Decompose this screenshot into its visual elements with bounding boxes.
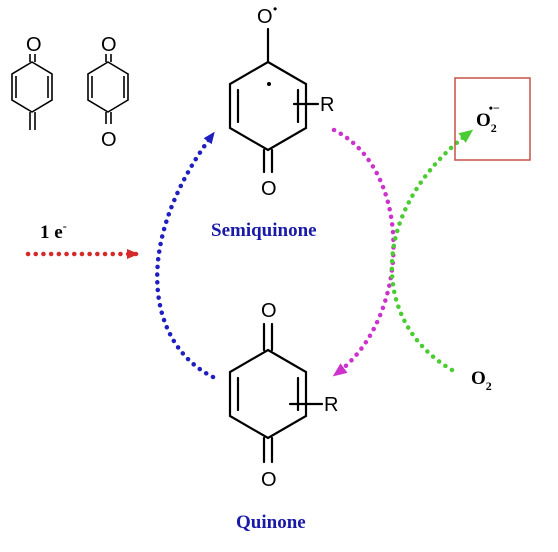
superoxide-label: O2•− [476,101,500,135]
benzoquinone-oxygen-bottom: O [101,129,117,151]
radical-dot [267,82,271,86]
semiquinone-radical-oxygen: O [257,6,273,28]
quinone-methide-structure: O [11,34,53,130]
quinone-oxygen-top: O [261,300,277,322]
semiquinone-radical-dot: • [273,2,277,16]
quinone-label: Quinone [236,512,306,533]
benzoquinone-structure: O O [87,34,129,151]
oxygen-reduction-arrow [389,129,474,373]
electron-label: 1 e- [40,219,67,243]
quinone-structure: O R O [228,300,338,491]
quinone-oxygen-bottom: O [261,469,277,491]
reduction-cycle-arrow [155,131,216,380]
semiquinone-substituent: R [320,94,334,116]
semiquinone-structure: O • R O [228,2,334,200]
quinone-substituent: R [324,394,338,416]
oxidation-cycle-arrow [331,127,396,377]
semiquinone-label: Semiquinone [211,220,317,241]
superoxide-highlight-box [454,77,531,161]
quinone-methide-oxygen: O [26,34,42,56]
oxygen-label: O2 [471,368,492,393]
semiquinone-oxygen: O [261,178,277,200]
benzoquinone-oxygen-top: O [101,34,117,56]
